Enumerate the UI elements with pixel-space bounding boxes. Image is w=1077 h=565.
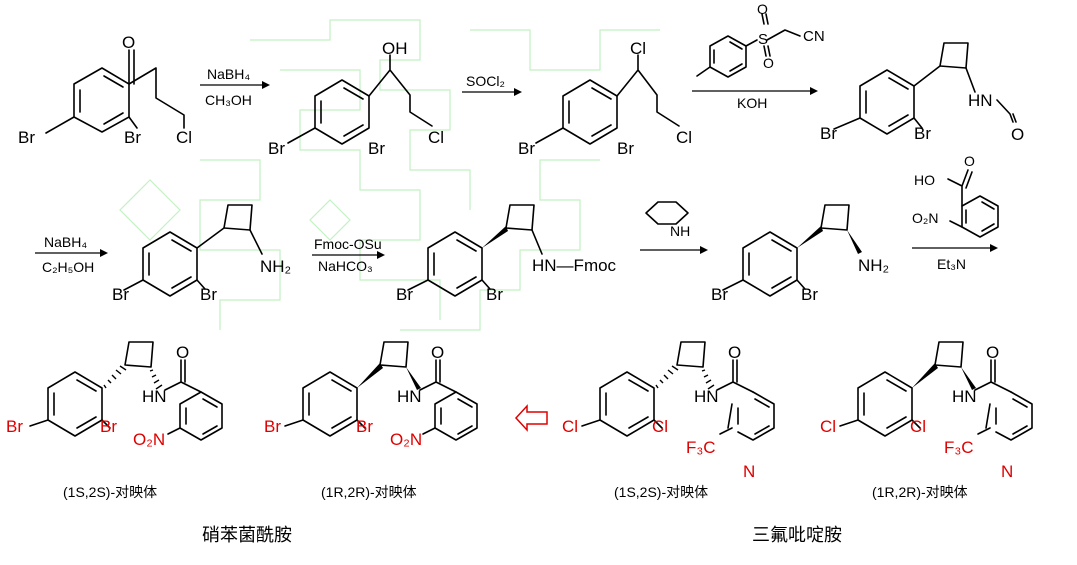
wedge-bond xyxy=(406,367,421,390)
atom-hn: HN xyxy=(397,387,422,406)
stereo-label: (1S,2S)-对映体 xyxy=(63,484,157,500)
atom-cl: Cl xyxy=(176,128,192,147)
atom-br: Br xyxy=(6,417,23,436)
atom-br: Br xyxy=(486,285,503,304)
reagent-piperidine xyxy=(645,201,689,225)
watermark-pattern xyxy=(119,19,660,331)
atom-nh2: NH₂ xyxy=(260,257,291,276)
atom-hn: HN xyxy=(968,91,993,110)
molecule-7-chiral-amine xyxy=(722,204,850,297)
reagent-socl2: SOCl₂ xyxy=(466,73,505,89)
product-4-pyridinamide-rr xyxy=(839,341,1033,441)
solvent-c2h5oh: C₂H₅OH xyxy=(42,259,94,275)
group-o2n: O₂N xyxy=(133,430,165,449)
reagent-et3n: Et₃N xyxy=(937,256,966,272)
wedge-bond xyxy=(961,367,976,390)
atom-cl: Cl xyxy=(630,39,646,58)
wedge-bond xyxy=(482,226,508,248)
stereo-label: (1R,2R)-对映体 xyxy=(321,484,417,500)
atom-o: O xyxy=(1011,125,1024,144)
atom-br: Br xyxy=(356,417,373,436)
atom-br: Br xyxy=(200,285,217,304)
reagent-tosylacetonitrile xyxy=(696,13,801,78)
solvent-ch3oh: CH₃OH xyxy=(205,92,252,108)
product-3-pyridinamide-ss xyxy=(581,341,775,441)
group-hn-fmoc: HN—Fmoc xyxy=(532,256,617,275)
product-1-nitrobenzamide-ss xyxy=(29,341,223,441)
reagent-nahco3: NaHCO₃ xyxy=(318,258,373,274)
atom-br: Br xyxy=(617,139,634,158)
atom-o: O xyxy=(122,33,135,52)
atom-br: Br xyxy=(396,285,413,304)
atom-br: Br xyxy=(518,139,535,158)
molecule-2-alcohol xyxy=(287,54,433,145)
atom-br: Br xyxy=(100,417,117,436)
atom-cl: Cl xyxy=(820,417,836,436)
atom-cl: Cl xyxy=(676,128,692,147)
compound-name-left: 硝苯菌酰胺 xyxy=(202,525,292,546)
atom-nh2: NH₂ xyxy=(858,256,889,275)
stereo-label: (1S,2S)-对映体 xyxy=(614,484,708,500)
molecule-3-dichloride xyxy=(535,54,680,145)
atom-nh: NH xyxy=(670,223,690,239)
hashed-bond xyxy=(655,365,715,390)
atom-br: Br xyxy=(711,285,728,304)
atom-cl: Cl xyxy=(910,417,926,436)
atom-o: O xyxy=(176,343,189,362)
group-cn: CN xyxy=(803,28,825,45)
molecule-5-amine xyxy=(123,204,263,297)
group-o2n: O₂N xyxy=(912,210,938,226)
atom-cl: Cl xyxy=(562,417,578,436)
atom-hn: HN xyxy=(952,387,977,406)
atom-o: O xyxy=(431,343,444,362)
reagent-nitrobenzoic-acid xyxy=(947,169,999,238)
atom-br: Br xyxy=(112,285,129,304)
hashed-bond xyxy=(103,365,163,390)
atom-o: O xyxy=(986,343,999,362)
atom-n: N xyxy=(1001,462,1013,481)
atom-br: Br xyxy=(124,128,141,147)
atom-cl: Cl xyxy=(428,128,444,147)
hollow-arrow-icon xyxy=(514,404,548,432)
atom-br: Br xyxy=(264,417,281,436)
compound-name-right: 三氟吡啶胺 xyxy=(752,525,842,546)
group-o2n: O₂N xyxy=(390,430,422,449)
reagent-koh: KOH xyxy=(737,95,767,111)
stereo-label: (1R,2R)-对映体 xyxy=(872,484,968,500)
atom-cl: Cl xyxy=(652,417,668,436)
atom-br: Br xyxy=(820,124,837,143)
atom-br: Br xyxy=(268,139,285,158)
reagent-nabh4: NaBH₄ xyxy=(44,234,87,250)
wedge-bond xyxy=(797,226,823,248)
wedge-bond xyxy=(847,230,862,254)
product-2-nitrobenzamide-rr xyxy=(284,341,478,441)
wedge-bond xyxy=(357,363,383,388)
atom-o: O xyxy=(964,153,975,169)
atom-o: O xyxy=(757,1,768,17)
reagent-fmoc-osu: Fmoc-OSu xyxy=(314,236,382,252)
group-f3c: F₃C xyxy=(686,438,716,457)
atom-br: Br xyxy=(368,139,385,158)
molecule-1-ketone xyxy=(45,49,185,134)
atom-br: Br xyxy=(914,124,931,143)
atom-o: O xyxy=(728,343,741,362)
wedge-bond xyxy=(912,363,938,388)
atom-hn: HN xyxy=(694,387,719,406)
atom-o: O xyxy=(763,55,774,71)
atom-s: S xyxy=(758,31,768,48)
reagent-nabh4: NaBH₄ xyxy=(207,66,250,82)
atom-oh: OH xyxy=(382,39,408,58)
group-ho: HO xyxy=(914,172,935,188)
molecule-4-formamide xyxy=(833,42,1017,135)
atom-br: Br xyxy=(18,128,35,147)
atom-hn: HN xyxy=(142,387,167,406)
atom-br: Br xyxy=(801,285,818,304)
atom-n: N xyxy=(743,462,755,481)
group-f3c: F₃C xyxy=(944,438,974,457)
